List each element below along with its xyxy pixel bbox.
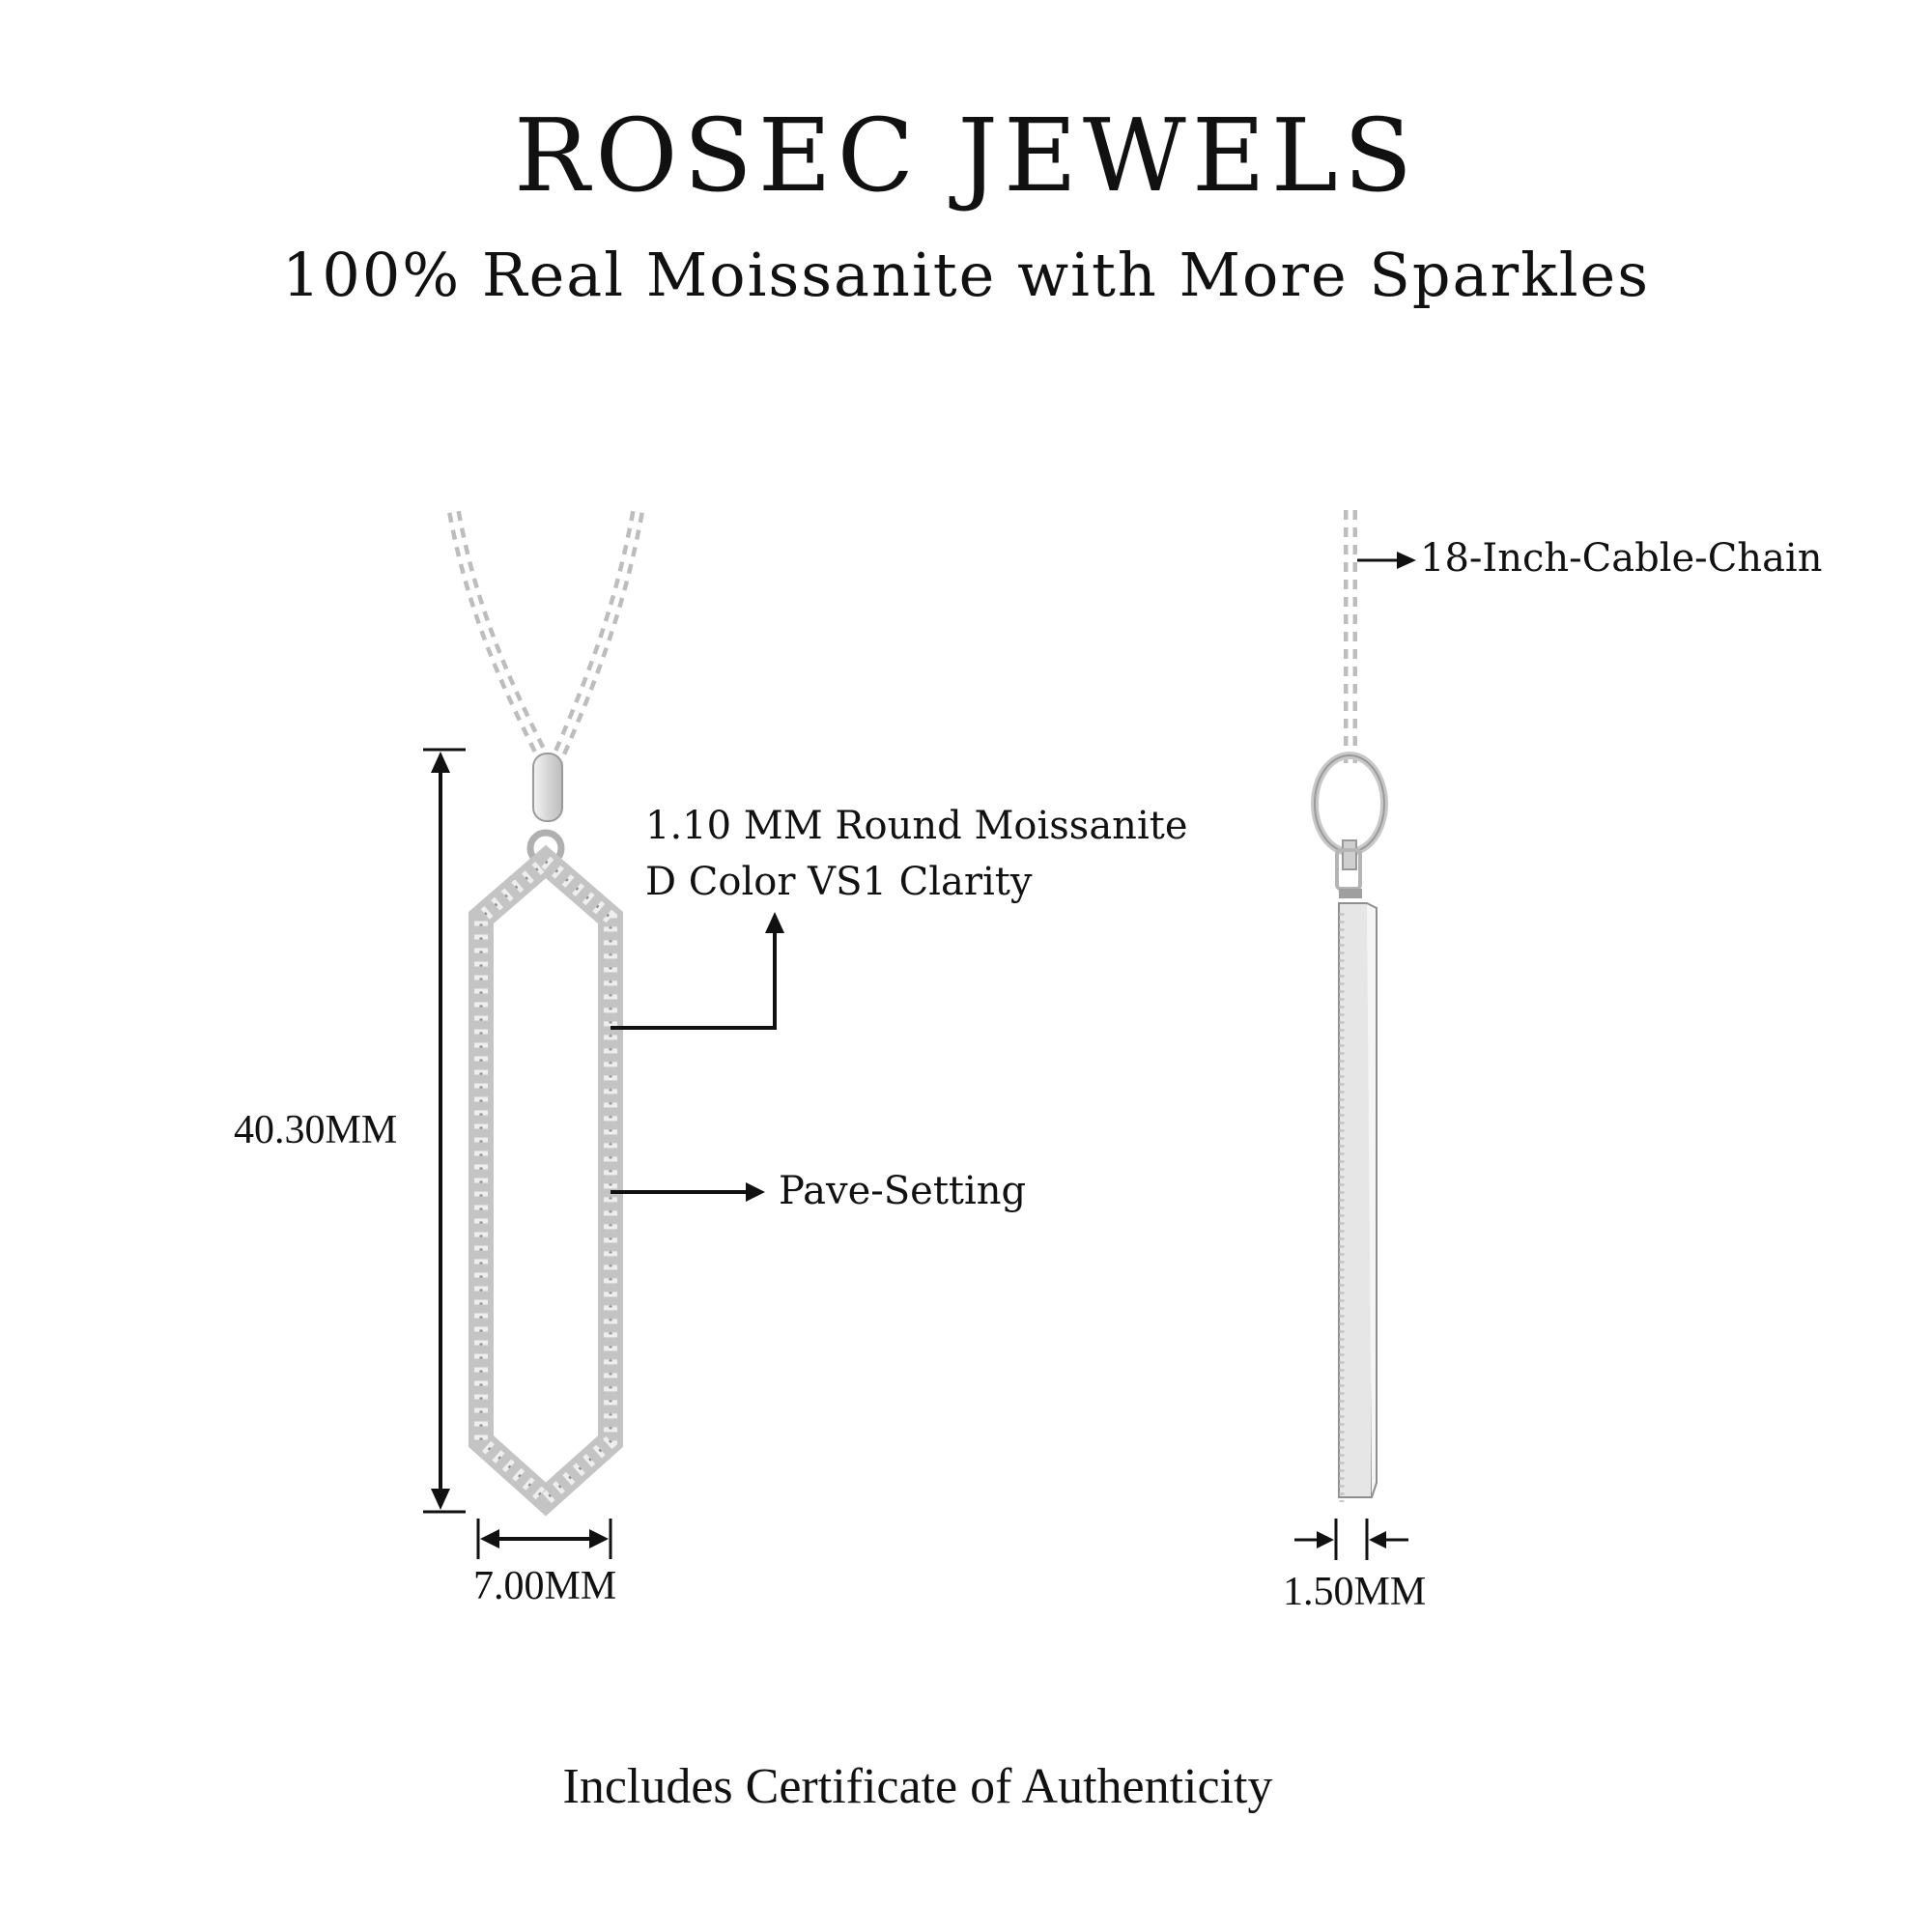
front-chain	[447, 510, 644, 767]
thickness-label: 1.50MM	[1283, 1570, 1427, 1614]
height-label: 40.30MM	[234, 1108, 398, 1152]
brand-title: ROSEC JEWELS	[513, 97, 1419, 214]
front-pendant	[469, 844, 623, 1517]
side-pendant	[1338, 889, 1378, 1502]
chain-leader	[1357, 552, 1416, 569]
tagline: 100% Real Moissanite with More Sparkles	[281, 240, 1651, 310]
stone-leader	[611, 912, 784, 1030]
chain-label: 18-Inch-Cable-Chain	[1420, 536, 1823, 581]
setting-leader	[611, 1182, 765, 1202]
height-dimension	[423, 748, 466, 1514]
width-dimension	[476, 1519, 612, 1559]
setting-label: Pave-Setting	[779, 1169, 1027, 1213]
width-label: 7.00MM	[473, 1564, 617, 1608]
stone-spec-line-1: 1.10 MM Round Moissanite	[645, 804, 1188, 848]
thickness-dimension	[1294, 1519, 1408, 1560]
stone-spec-line-2: D Color VS1 Clarity	[645, 860, 1033, 904]
certificate-note: Includes Certificate of Authenticity	[562, 1759, 1273, 1814]
side-bail	[1311, 752, 1388, 891]
